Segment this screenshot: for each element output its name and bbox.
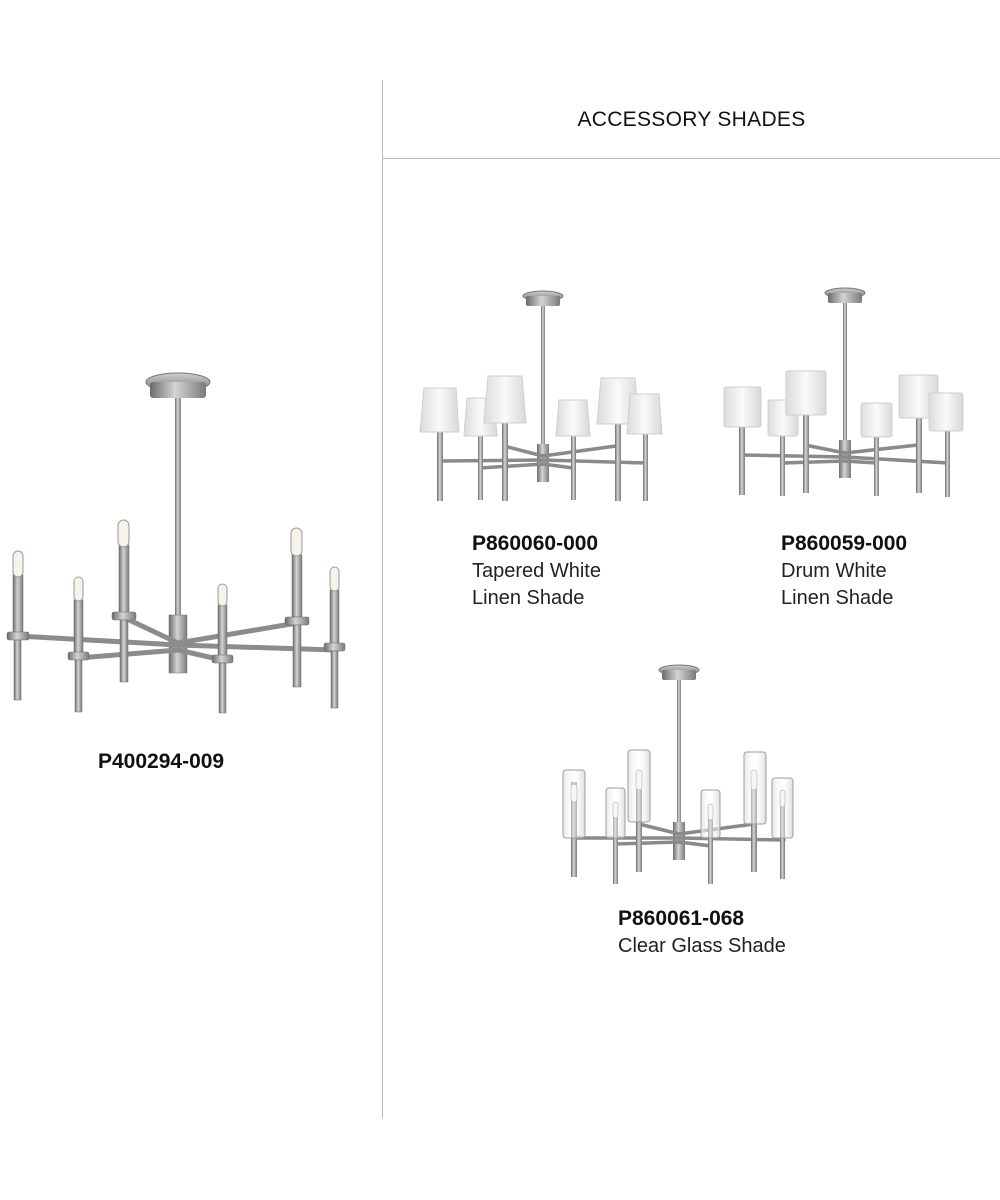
horizontal-divider: [383, 158, 1000, 159]
chandelier-bare-bulbs-icon: [6, 372, 346, 714]
shade-2-sku: P860059-000: [781, 532, 908, 555]
shade-3-desc-line1: Clear Glass Shade: [618, 935, 786, 957]
chandelier-drum-shades-icon: [723, 287, 964, 497]
shade-2-description: Drum White Linen Shade: [781, 558, 893, 612]
accessory-shades-title: ACCESSORY SHADES: [577, 108, 806, 131]
shade-3-description: Clear Glass Shade: [618, 933, 786, 960]
shade-2-desc-line1: Drum White: [781, 560, 887, 582]
shade-2-desc-line2: Linen Shade: [781, 587, 894, 609]
shade-1-desc-line1: Tapered White: [472, 560, 601, 582]
shade-3-sku: P860061-068: [618, 907, 745, 930]
vertical-divider: [382, 80, 383, 1118]
shade-1-description: Tapered White Linen Shade: [472, 558, 601, 612]
chandelier-tapered-shades-icon: [419, 290, 663, 501]
chandelier-glass-shades-icon: [562, 664, 794, 884]
shade-1-desc-line2: Linen Shade: [472, 587, 585, 609]
shade-1-sku: P860060-000: [472, 532, 599, 555]
main-product-sku: P400294-009: [98, 750, 225, 773]
